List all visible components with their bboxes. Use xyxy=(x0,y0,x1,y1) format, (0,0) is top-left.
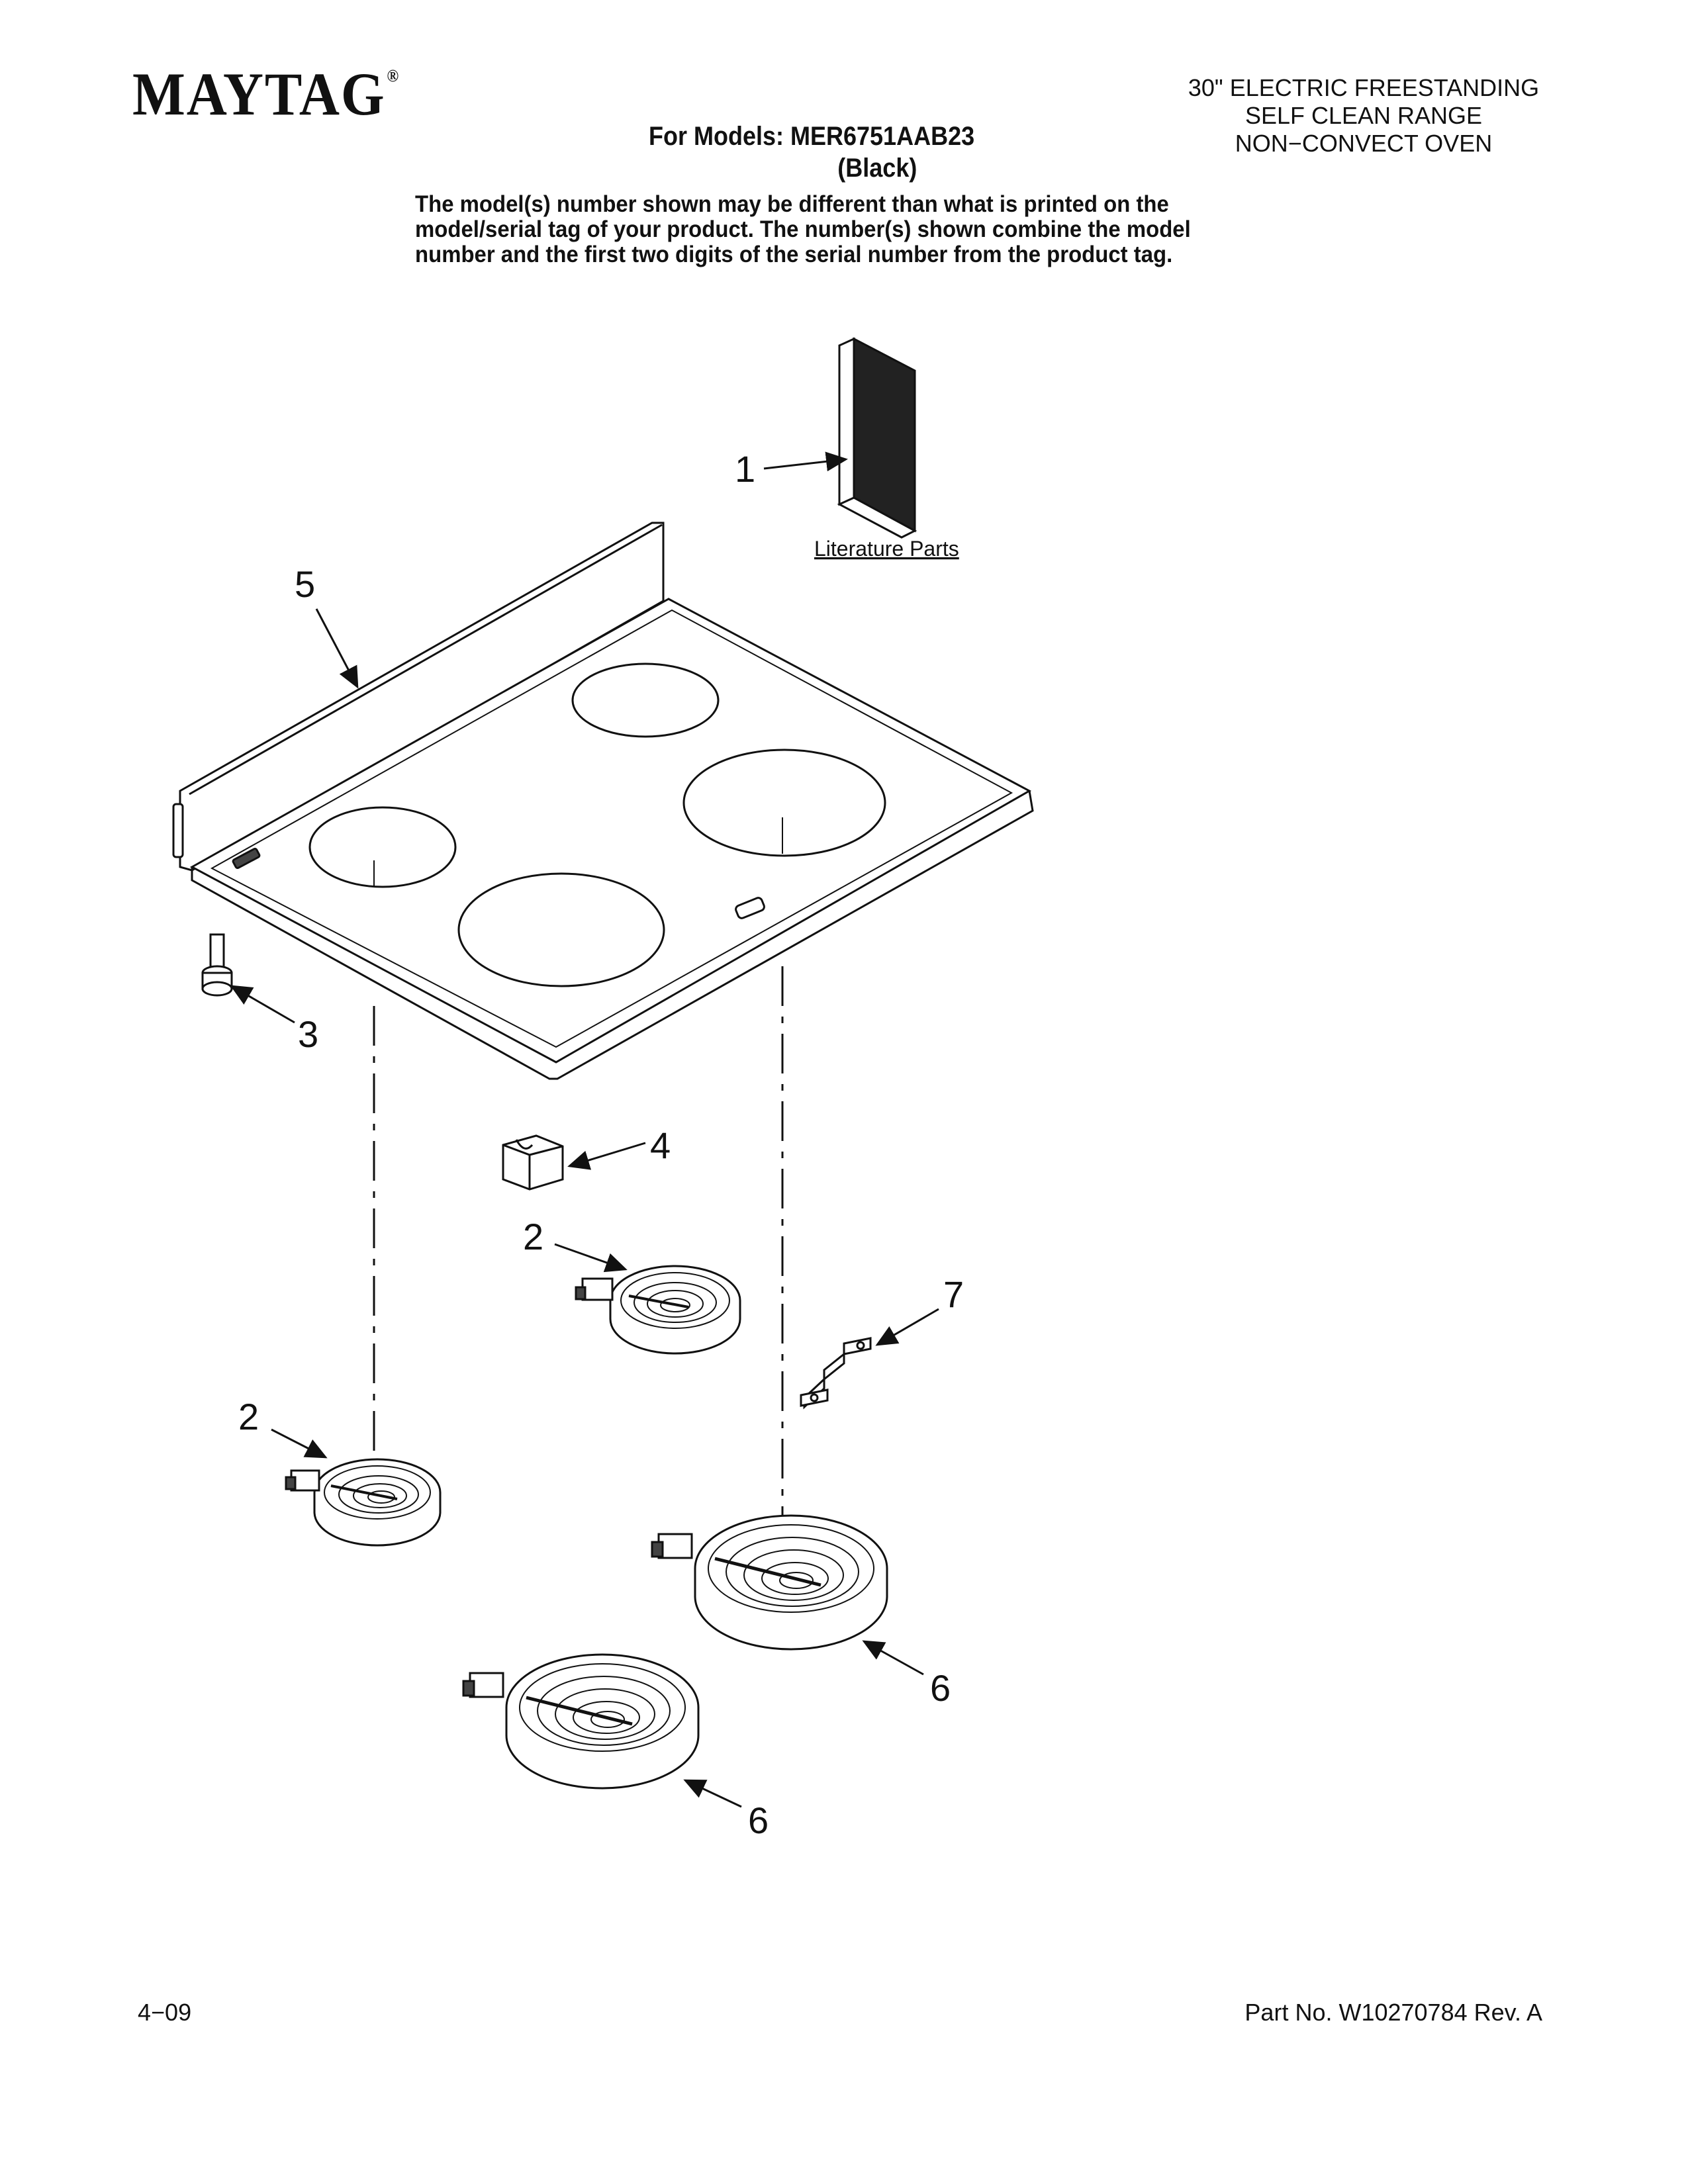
callout-arrow-2-upper xyxy=(554,1243,628,1273)
callout-arrow-4 xyxy=(567,1142,646,1170)
surface-element-large-lower xyxy=(462,1653,700,1790)
models-heading: For Models: MER6751AAB23 (Black) xyxy=(649,120,974,184)
callout-5: 5 xyxy=(295,563,315,605)
callout-6-lower: 6 xyxy=(748,1799,769,1841)
literature-booklet xyxy=(837,337,917,539)
callout-arrow-5 xyxy=(315,608,359,689)
surface-element-small-lower xyxy=(285,1458,442,1547)
callout-1: 1 xyxy=(735,448,755,490)
part-number: Part No. W10270784 Rev. A xyxy=(1244,1999,1542,2026)
surface-element-large-right xyxy=(651,1514,888,1651)
callout-arrow-2-lower xyxy=(271,1428,328,1459)
disclaimer-text: The model(s) number shown may be differe… xyxy=(415,191,1191,267)
product-line-3: NON−CONVECT OVEN xyxy=(1235,130,1493,157)
maytag-logo: MAYTAG® xyxy=(132,60,400,128)
callout-arrow-7 xyxy=(875,1308,939,1346)
terminal-bracket xyxy=(800,1337,872,1410)
product-line-2: SELF CLEAN RANGE xyxy=(1244,102,1483,129)
cooktop xyxy=(172,522,1034,1080)
callout-arrow-6-lower xyxy=(683,1779,742,1808)
callout-2-lower: 2 xyxy=(238,1396,259,1437)
literature-parts-label: Literature Parts xyxy=(814,537,959,561)
callout-3: 3 xyxy=(298,1013,318,1055)
product-description: 30" ELECTRIC FREESTANDING SELF CLEAN RAN… xyxy=(1139,74,1589,158)
revision-date: 4−09 xyxy=(138,1999,192,2026)
callout-arrow-3 xyxy=(230,985,295,1024)
callout-6-right: 6 xyxy=(930,1667,951,1709)
model-color: (Black) xyxy=(837,154,917,183)
callout-arrow-6-right xyxy=(862,1640,924,1676)
callout-2-upper: 2 xyxy=(523,1216,543,1257)
spacer-block xyxy=(502,1134,564,1191)
product-line-1: 30" ELECTRIC FREESTANDING xyxy=(1188,74,1540,101)
callout-arrow-1 xyxy=(763,451,848,472)
callout-4: 4 xyxy=(650,1124,671,1166)
callout-7: 7 xyxy=(943,1273,964,1315)
models-label: For Models: MER6751AAB23 xyxy=(649,122,975,151)
surface-element-small-upper xyxy=(575,1265,741,1355)
leg-leveler xyxy=(201,933,233,997)
